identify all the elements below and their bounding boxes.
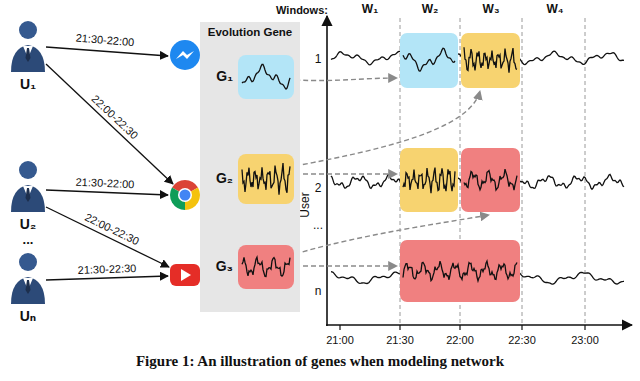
gene-wave bbox=[238, 55, 294, 99]
gene-name: G₃ bbox=[216, 259, 233, 274]
gene-wave bbox=[238, 245, 294, 289]
tick-label: 23:00 bbox=[571, 334, 599, 346]
gene-name: G₁ bbox=[216, 69, 233, 84]
chrome-icon bbox=[170, 180, 200, 210]
gene-box: G₃ bbox=[238, 245, 294, 289]
window-name: W₂ bbox=[422, 3, 439, 16]
user-name: U₂ bbox=[20, 217, 36, 232]
window-name: W₄ bbox=[546, 3, 563, 16]
gene-wave bbox=[242, 257, 290, 276]
figure-caption: Figure 1: An illustration of genes when … bbox=[0, 353, 640, 370]
tick-label: 21:30 bbox=[386, 334, 414, 346]
chart-axis bbox=[326, 16, 632, 326]
row-number: n bbox=[315, 285, 322, 298]
gene-name: G₂ bbox=[216, 171, 233, 186]
gene-wave bbox=[403, 168, 455, 194]
gene-wave bbox=[464, 47, 517, 72]
ellipsis: ... bbox=[313, 219, 323, 232]
user-name: Uₙ bbox=[20, 309, 37, 324]
gene-box: G₂ bbox=[238, 154, 294, 204]
user-name: U₁ bbox=[20, 77, 36, 92]
axis-tick bbox=[340, 325, 585, 330]
tick-label: 22:00 bbox=[446, 334, 474, 346]
youtube-icon bbox=[170, 264, 200, 286]
user-icon bbox=[11, 253, 45, 304]
window-name: W₃ bbox=[483, 3, 500, 16]
user-icon bbox=[11, 161, 45, 212]
time-span: 21:30-22:30 bbox=[77, 262, 136, 276]
gene-wave bbox=[242, 163, 290, 195]
gene-segment bbox=[400, 33, 520, 302]
gene-wave bbox=[242, 64, 290, 89]
gene-wave bbox=[403, 47, 517, 281]
time-span: 21:30-22:00 bbox=[75, 176, 134, 191]
tick-label: 22:30 bbox=[508, 334, 536, 346]
gene-wave bbox=[403, 261, 517, 281]
gene-assignment-arrow bbox=[295, 78, 489, 266]
window-name: W₁ bbox=[362, 3, 378, 16]
panel-title: Evolution Gene bbox=[200, 22, 300, 39]
gene-wave bbox=[403, 48, 455, 71]
gene-box: G₁ bbox=[238, 55, 294, 99]
window-heading: Windows: bbox=[276, 4, 328, 16]
messenger-icon bbox=[170, 40, 200, 70]
tick-label: 21:00 bbox=[326, 334, 354, 346]
gene-wave bbox=[238, 154, 294, 204]
row-number: 2 bbox=[315, 182, 322, 195]
time-span: 22:00-22:30 bbox=[89, 93, 140, 142]
gene-panel: G₁ G₂ G₃ Evolution Gene bbox=[200, 22, 300, 312]
ellipsis: ... bbox=[23, 233, 34, 247]
gene-wave bbox=[464, 169, 517, 190]
time-span: 21:30-22:00 bbox=[75, 32, 134, 49]
row-number: 1 bbox=[315, 53, 322, 66]
usage-arrow bbox=[46, 47, 173, 280]
user-icon bbox=[11, 21, 45, 72]
time-span: 22:00-22:30 bbox=[83, 211, 141, 248]
axis-title: User bbox=[299, 192, 312, 217]
